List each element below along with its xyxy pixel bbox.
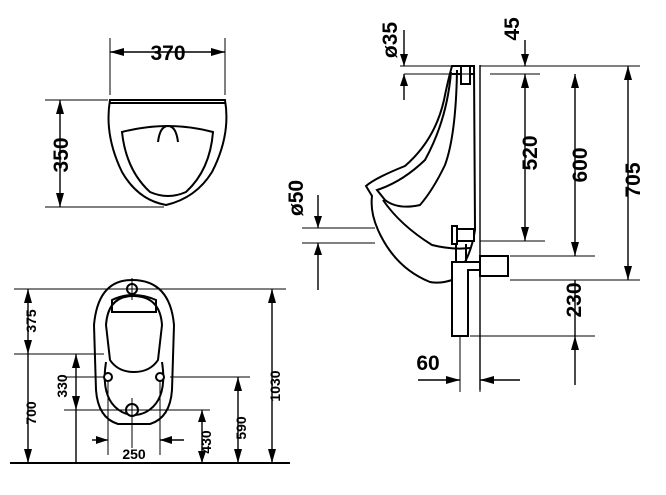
dim-top-1030: 1030: [267, 370, 283, 401]
side-view-urinal-body: [364, 65, 477, 284]
dim-rear-45: 45: [501, 17, 524, 41]
dim-depth-350: 350: [50, 137, 73, 172]
front-view-body: [92, 278, 176, 425]
front-view-fix-hole-left: [103, 372, 113, 382]
dim-outlet-dia: ø50: [285, 180, 308, 216]
front-view-fix-hole-right: [155, 372, 165, 382]
dim-fix-700: 700: [23, 401, 39, 425]
side-view-inner-rim: [375, 69, 458, 208]
top-view-spreader: [157, 124, 179, 143]
dim-drain-230: 230: [563, 282, 586, 317]
side-view-inlet-pipe: [460, 65, 471, 85]
dim-outlet-600: 600: [569, 147, 592, 182]
front-view-bowl-inner: [104, 294, 164, 374]
top-view-bowl-inner: [120, 125, 215, 197]
front-view: 375 330 700 250 430 590: [10, 278, 290, 464]
dim-lower-430: 430: [198, 430, 214, 454]
top-view: 370 350: [45, 38, 228, 208]
side-view: ø35 45 520 600 705 ø50: [285, 17, 645, 392]
dim-top-inlet-375: 375: [23, 309, 39, 333]
dim-inlet-dia: ø35: [379, 22, 402, 59]
dim-width-370: 370: [150, 42, 185, 65]
dim-overall-705: 705: [622, 162, 645, 197]
dim-hole-250: 250: [122, 446, 146, 462]
dim-inlet-520: 520: [519, 135, 542, 170]
dim-offset-60: 60: [416, 352, 439, 375]
dim-hole-330: 330: [54, 374, 70, 398]
side-view-drain-pipe: [451, 261, 481, 337]
dim-outlet-590: 590: [233, 416, 249, 440]
